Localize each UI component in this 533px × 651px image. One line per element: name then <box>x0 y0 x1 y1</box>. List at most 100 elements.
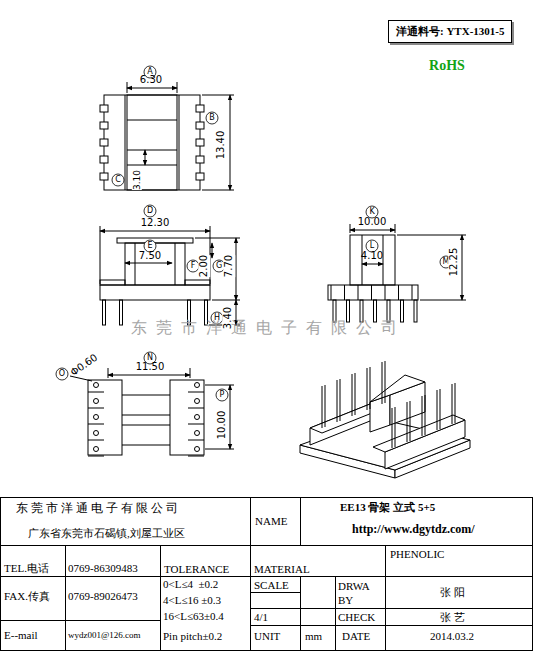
pin-stroke <box>195 447 200 452</box>
callout-letter: O <box>59 369 65 378</box>
pin-stroke <box>437 390 438 430</box>
pin-stroke <box>100 105 108 112</box>
pin-stroke <box>94 431 99 436</box>
callout-letter: C <box>115 175 121 184</box>
pin-stroke <box>398 285 399 300</box>
dimension-value: 12.30 <box>141 217 170 229</box>
pin-stroke <box>88 424 104 425</box>
top-view <box>100 82 234 190</box>
dimension-value: 7.70 <box>223 255 235 277</box>
dimension-value: 3.10 <box>132 170 142 190</box>
pin-stroke <box>188 408 204 409</box>
pin-stroke <box>100 173 108 180</box>
callout-letter: B <box>209 113 215 122</box>
pin-stroke <box>455 383 456 423</box>
table-cell: 0<L≤4 ±0.2 <box>163 578 218 591</box>
table-cell: mm <box>305 630 322 643</box>
pin-stroke <box>196 139 204 146</box>
table-cell: TOLERANCE <box>164 563 229 576</box>
table-cell: 张 艺 <box>440 611 465 624</box>
side-view <box>328 224 466 322</box>
callout-letter: D <box>147 206 153 215</box>
dimension-value: 4.10 <box>361 250 383 262</box>
pin-stroke <box>195 399 200 404</box>
callout-letter: G <box>216 261 222 270</box>
table-cell: Pin pitch±0.2 <box>163 630 222 643</box>
table-cell: E--mail <box>4 629 38 642</box>
pin-stroke <box>382 362 383 404</box>
pin-stroke <box>196 105 204 112</box>
table-cell: DATE <box>342 630 370 643</box>
pin-stroke <box>88 408 104 409</box>
table-cell: UNIT <box>254 630 280 643</box>
pin-stroke <box>94 383 99 388</box>
pin-stroke <box>385 285 386 300</box>
pin-stroke <box>452 384 453 424</box>
table-cell: 广东省东莞市石碣镇,刘屋工业区 <box>28 527 185 540</box>
pin-stroke <box>94 415 99 420</box>
pin-stroke <box>331 285 332 300</box>
iso-view <box>300 361 470 478</box>
table-cell: TEL.电话 <box>4 562 49 575</box>
watermark: 东莞市洋通电子有限公司 <box>131 319 406 337</box>
part-number-box: 洋通料号: YTX-1301-5 <box>388 20 512 43</box>
pin-stroke <box>370 367 371 409</box>
pin-stroke <box>395 407 396 447</box>
table-cell: 16<L≤63±0.4 <box>163 610 224 623</box>
pin-stroke <box>414 300 417 322</box>
table-cell: 0769-89026473 <box>68 590 138 603</box>
pin-stroke <box>195 431 200 436</box>
dimension-value: 13.40 <box>215 131 227 160</box>
table-cell: SCALE <box>254 579 289 592</box>
pin-stroke <box>407 402 408 442</box>
pin-stroke <box>195 383 200 388</box>
table-cell: 张 阳 <box>440 586 465 599</box>
pin-stroke <box>100 156 108 163</box>
table-cell: FAX.传真 <box>4 590 50 603</box>
table-cell: PHENOLIC <box>390 548 444 561</box>
callout-letter: F <box>191 261 196 270</box>
pin-stroke <box>367 368 368 410</box>
pin-stroke <box>352 374 353 416</box>
pin-stroke <box>88 392 104 393</box>
dimension-value: 12.25 <box>448 248 460 277</box>
table-cell: EE13 骨架 立式 5+5 <box>340 501 435 514</box>
pin-stroke <box>358 285 359 300</box>
front-view <box>100 226 240 325</box>
pin-stroke <box>392 408 393 448</box>
dimension-value: 6.30 <box>140 74 162 86</box>
pin-stroke <box>188 424 204 425</box>
table-cell: 4/1 <box>254 611 268 624</box>
callout-letter: L <box>370 241 374 250</box>
title-block <box>0 497 533 651</box>
dimension-value: 2.00 <box>198 255 210 277</box>
callout-circles <box>56 66 452 401</box>
pin-stroke <box>325 385 326 427</box>
dimension-value: 10.00 <box>216 411 228 440</box>
dimension-value: Φ0.60 <box>68 352 99 379</box>
table-cell: NAME <box>255 515 287 528</box>
dimension-value: 11.50 <box>136 361 165 373</box>
bottom-view <box>70 368 234 456</box>
dimension-value: 7.50 <box>139 250 161 262</box>
table-cell: MATERIAL <box>254 563 310 576</box>
pin-stroke <box>88 456 104 457</box>
pin-stroke <box>88 440 104 441</box>
table-cell: http://www.dgytdz.com/ <box>352 523 475 537</box>
pin-stroke <box>196 173 204 180</box>
pin-stroke <box>188 440 204 441</box>
pin-stroke <box>385 361 386 403</box>
table-cell: 0769-86309483 <box>68 562 138 575</box>
pin-stroke <box>195 415 200 420</box>
table-cell: wydz001@126.com <box>68 630 141 640</box>
pin-stroke <box>371 285 372 300</box>
pin-stroke <box>422 396 423 436</box>
part-number: 洋通料号: YTX-1301-5 <box>396 25 504 37</box>
table-cell: CHECK <box>338 611 375 624</box>
pin-stroke <box>355 373 356 415</box>
pin-stroke <box>100 139 108 146</box>
pin-stroke <box>425 395 426 435</box>
rohs-mark: RoHS <box>429 58 465 74</box>
pin-stroke <box>94 399 99 404</box>
pin-stroke <box>322 386 323 428</box>
